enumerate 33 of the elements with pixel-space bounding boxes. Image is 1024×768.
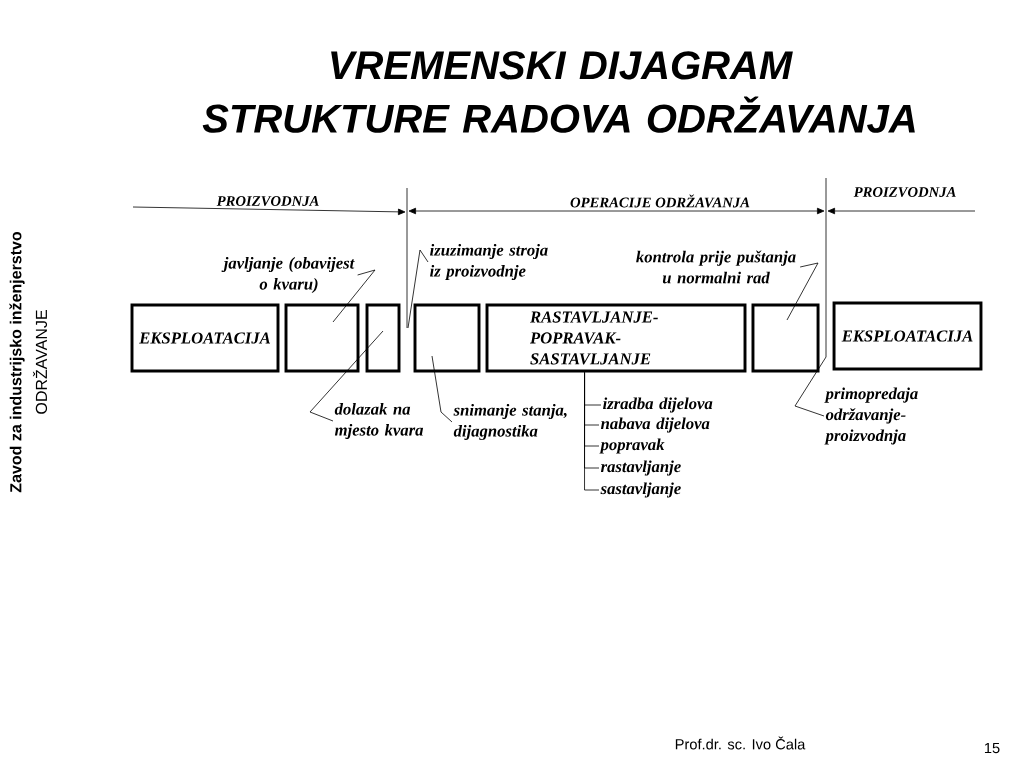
- process-box: EKSPLOATACIJA: [832, 301, 983, 371]
- callout-text: nabava dijelova: [600, 417, 710, 433]
- callout-text: rastavljanje: [600, 460, 681, 476]
- callout-text: dolazak na mjesto kvara: [334, 403, 424, 440]
- phase-label: PROIZVODNJA: [853, 187, 956, 197]
- leader-line: [431, 355, 453, 423]
- callout-text: kontrola prije puštanja u normalni rad: [636, 250, 796, 284]
- empty-box: [365, 303, 401, 373]
- title: VREMENSKI DIJAGRAM STRUKTURE RADOVA ODRŽAVANJA: [202, 51, 915, 133]
- phase-label: PROIZVODNJA: [216, 196, 319, 206]
- callout-text: snimanje stanja, dijagnostika: [453, 404, 567, 441]
- leader-line: [332, 269, 376, 323]
- empty-box: [751, 303, 820, 373]
- empty-box: [413, 303, 481, 373]
- sidebar-text: Zavod za industrijsko inženjerstvo: [9, 231, 25, 493]
- process-box: EKSPLOATACIJA: [130, 303, 280, 373]
- footer-text: Prof.dr. sc. Ivo Čala: [675, 736, 806, 750]
- callout-text: primopredaja održavanje- proizvodnja: [824, 387, 918, 445]
- leader-line: [794, 356, 827, 417]
- callout-text: izuzimanje stroja iz proizvodnje: [430, 244, 548, 281]
- phase-label: OPERACIJE ODRŽAVANJA: [570, 194, 750, 208]
- sidebar-text: ODRŽAVANJE: [32, 310, 48, 414]
- process-box: RASTAVLJANJE- POPRAVAK- SASTAVLJANJE: [485, 303, 747, 373]
- leader-line: [309, 330, 384, 422]
- leader-line: [786, 262, 819, 321]
- callout-text: popravak: [599, 438, 665, 454]
- callout-text: sastavljanje: [600, 482, 681, 498]
- callout-text: javljanje (obavijest o kvaru): [221, 257, 355, 294]
- callout-text: izradba dijelova: [603, 397, 713, 413]
- empty-box: [284, 303, 360, 373]
- leader-line: [407, 249, 429, 329]
- page-number: 15: [984, 742, 1000, 754]
- leader-line: [584, 372, 600, 491]
